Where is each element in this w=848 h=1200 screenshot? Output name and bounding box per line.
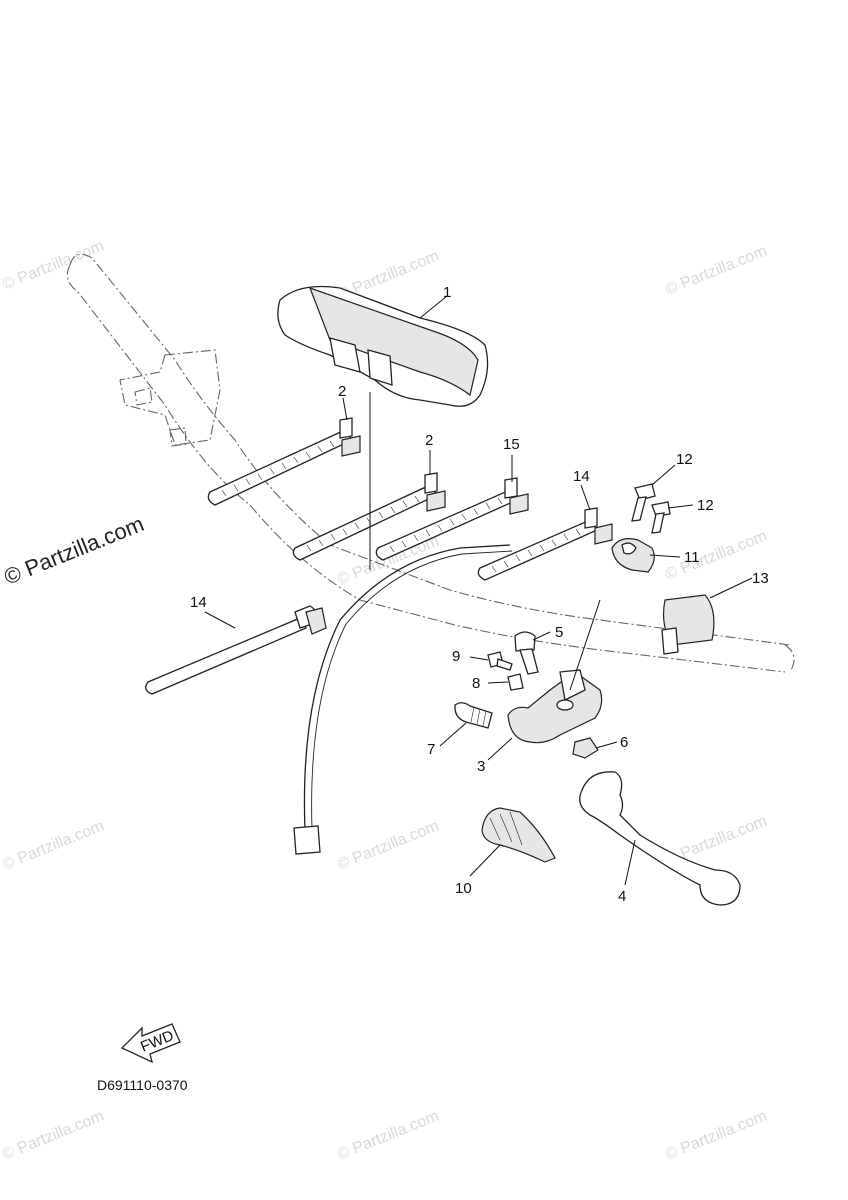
- part-5-bolt: [514, 631, 539, 675]
- part-2-cable-tie-left: [207, 417, 361, 506]
- callout-1: 1: [443, 284, 451, 301]
- watermark: © Partzilla.com: [0, 818, 106, 874]
- part-1-pad: [277, 285, 489, 407]
- callout-6: 6: [620, 734, 628, 751]
- watermark: © Partzilla.com: [0, 1108, 106, 1164]
- callout-labels: 1 2 2 15 14 14 12 12 11 13 5 9 8 7 3 6 1…: [190, 284, 769, 905]
- callout-12-bottom: 12: [697, 497, 714, 514]
- part-6-nut: [572, 737, 599, 759]
- callout-4: 4: [618, 888, 626, 905]
- watermark: © Partzilla.com: [335, 818, 441, 874]
- clutch-cable: [293, 392, 513, 855]
- part-9-screw: [487, 651, 513, 671]
- watermark: © Partzilla.com: [663, 1108, 769, 1164]
- callout-13: 13: [752, 570, 769, 587]
- watermark: © Partzilla.com: [663, 243, 769, 299]
- callout-2-left: 2: [338, 383, 346, 400]
- part-14-cable-tie-right: [477, 507, 613, 581]
- diagram-code: D691110-0370: [97, 1077, 188, 1093]
- part-3-lever-perch: [507, 599, 603, 744]
- part-10-boot: [481, 807, 556, 863]
- part-14-cable-tie-lower: [145, 605, 327, 695]
- callout-8: 8: [472, 675, 480, 692]
- callout-7: 7: [427, 741, 435, 758]
- callout-14-lower: 14: [190, 594, 207, 611]
- fwd-arrow-icon: FWD: [120, 1023, 181, 1064]
- callout-14-right: 14: [573, 468, 590, 485]
- part-11-holder: [611, 538, 655, 573]
- part-2-cable-tie-middle: [292, 472, 446, 561]
- part-13-clamp: [661, 594, 715, 655]
- part-4-lever: [579, 771, 741, 906]
- part-15-cable-tie: [375, 477, 529, 561]
- callout-3: 3: [477, 758, 485, 775]
- leader-lines: [204, 295, 753, 886]
- callout-9: 9: [452, 648, 460, 665]
- callout-10: 10: [455, 880, 472, 897]
- handlebar-phantom: [66, 253, 795, 673]
- watermark: © Partzilla.com: [335, 1108, 441, 1164]
- callout-11: 11: [684, 549, 700, 566]
- partzilla-watermark: © Partzilla.com: [1, 511, 148, 590]
- callout-12-top: 12: [676, 451, 693, 468]
- callout-2-middle: 2: [425, 432, 433, 449]
- part-12-bolts: [631, 483, 671, 534]
- part-7-adjuster: [454, 702, 493, 729]
- watermark: © Partzilla.com: [0, 238, 106, 294]
- callout-15: 15: [503, 436, 520, 453]
- part-8-nut: [507, 673, 524, 691]
- callout-5: 5: [555, 624, 563, 641]
